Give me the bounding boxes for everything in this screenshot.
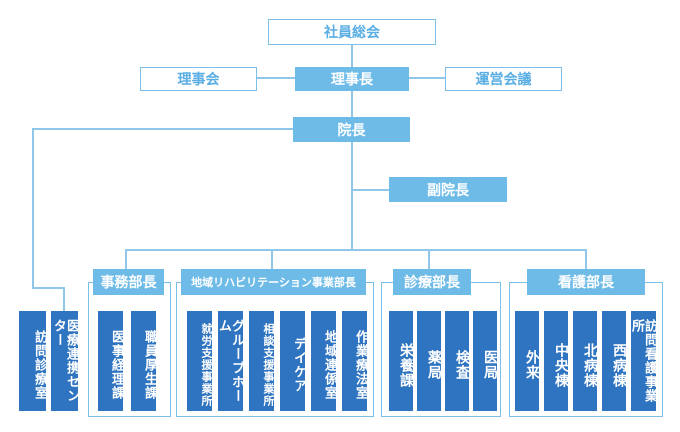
shain-sokai-box: 社員総会 xyxy=(268,19,436,45)
connector-line xyxy=(351,139,353,249)
connector-line xyxy=(32,287,65,289)
unit-box: 栄養課 xyxy=(389,311,414,411)
unit-box: 医事経理課 xyxy=(98,311,124,411)
unit-box: 就労支援事業所 xyxy=(187,311,213,411)
rijicho-box: 理事長 xyxy=(295,67,409,91)
unit-box: 西病棟 xyxy=(602,311,627,411)
unit-box: 訪問看護事業所 xyxy=(629,311,657,411)
connector-line xyxy=(32,128,34,289)
department-head-jimu: 事務部長 xyxy=(93,269,164,295)
connector-line xyxy=(351,90,353,117)
unit-box: 北病棟 xyxy=(573,311,598,411)
connector-line xyxy=(351,45,353,67)
connector-line xyxy=(428,249,430,270)
connector-line xyxy=(32,128,293,130)
connector-line xyxy=(271,249,273,270)
unit-box: 検査 xyxy=(445,311,470,411)
fuku-incho-box: 副院長 xyxy=(389,177,507,202)
unit-box: 相談支援事業所 xyxy=(249,311,275,411)
unit-box: デイケア xyxy=(280,311,306,411)
incho-box: 院長 xyxy=(293,117,410,142)
unit-box: 医局 xyxy=(473,311,498,411)
connector-line xyxy=(257,77,295,79)
department-head-chiiki-reha: 地域リハビリテーション事業部長 xyxy=(181,269,366,295)
unit-box: 薬局 xyxy=(417,311,442,411)
connector-line xyxy=(125,249,127,270)
rijikai-box: 理事会 xyxy=(140,67,257,91)
unit-box: 職員厚生課 xyxy=(131,311,157,411)
unit-box: 地域連係室 xyxy=(311,311,337,411)
connector-line xyxy=(585,249,587,270)
unit-box: 作業療法室 xyxy=(342,311,368,411)
department-head-kango: 看護部長 xyxy=(527,269,645,295)
unei-kaigi-box: 運営会議 xyxy=(445,67,562,91)
unit-box: 中央棟 xyxy=(544,311,569,411)
standalone-unit: 医療連携センター xyxy=(51,311,79,411)
connector-line xyxy=(351,189,389,191)
connector-line xyxy=(125,249,586,251)
connector-line xyxy=(63,287,65,311)
unit-box: 外来 xyxy=(515,311,540,411)
connector-line xyxy=(409,77,445,79)
standalone-unit: 訪問診療室 xyxy=(19,311,47,411)
department-head-shinryo: 診療部長 xyxy=(393,269,471,295)
unit-box: グループホーム xyxy=(216,311,244,411)
